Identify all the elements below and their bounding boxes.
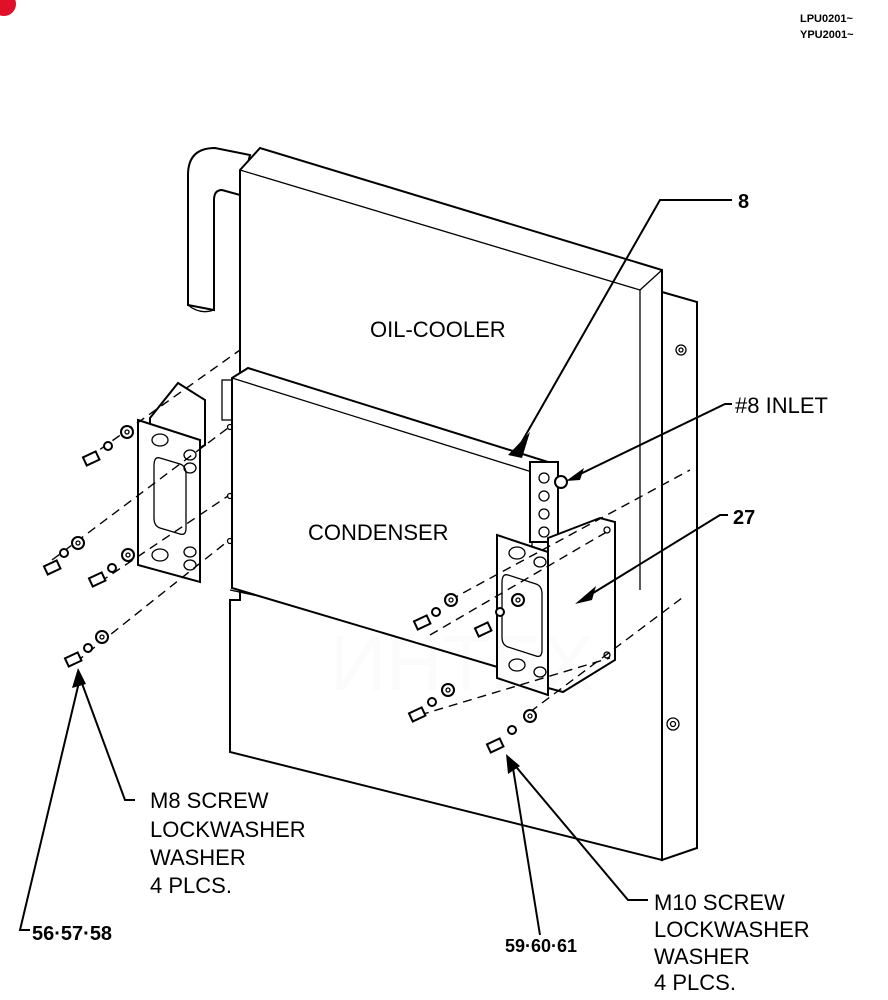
right-fastener-note: M10 SCREW LOCKWASHER WASHER 4 PLCS. [654,890,810,995]
corner-logo-mark [0,0,16,16]
watermark-text: ИНТЕХ [330,619,594,707]
left-note-line-1: M8 SCREW [150,788,269,813]
screw-set-6 [473,593,525,638]
screw-set-5 [412,593,458,631]
leader-lines [18,199,732,936]
screw-set-8 [485,709,537,754]
inlet-fitting [529,461,568,543]
right-alignment-lines [419,469,691,716]
right-bracket [496,516,616,697]
right-part-refs: 59·60·61 [505,936,577,956]
right-fastener-stacks [407,593,537,754]
left-fastener-stacks [42,425,135,668]
mounting-plate [661,290,698,862]
left-note-line-2: LOCKWASHER [150,817,306,842]
left-fastener-note: M8 SCREW LOCKWASHER WASHER 4 PLCS. [150,788,306,898]
screw-set-4 [63,630,109,668]
right-note-line-4: 4 PLCS. [654,970,736,995]
right-note-line-1: M10 SCREW [654,890,785,915]
oil-cooler-label: OIL-COOLER [370,317,506,342]
part-27-callout: 27 [733,507,755,529]
serial-line-1: LPU0201~ [800,13,853,25]
left-note-line-3: WASHER [150,845,246,870]
left-bracket [137,381,206,584]
screw-set-2 [42,536,85,576]
right-note-line-2: LOCKWASHER [654,917,810,942]
screw-set-1 [81,425,134,467]
screw-set-7 [407,683,455,723]
left-part-refs: 56·57·58 [32,923,112,945]
condenser-label: CONDENSER [308,520,449,545]
right-note-line-3: WASHER [654,944,750,969]
inlet-callout: #8 INLET [735,393,828,418]
part-8-callout: 8 [738,191,749,213]
serial-line-2: YPU2001~ [800,29,854,41]
left-note-line-4: 4 PLCS. [150,873,232,898]
screw-set-3 [87,548,135,588]
